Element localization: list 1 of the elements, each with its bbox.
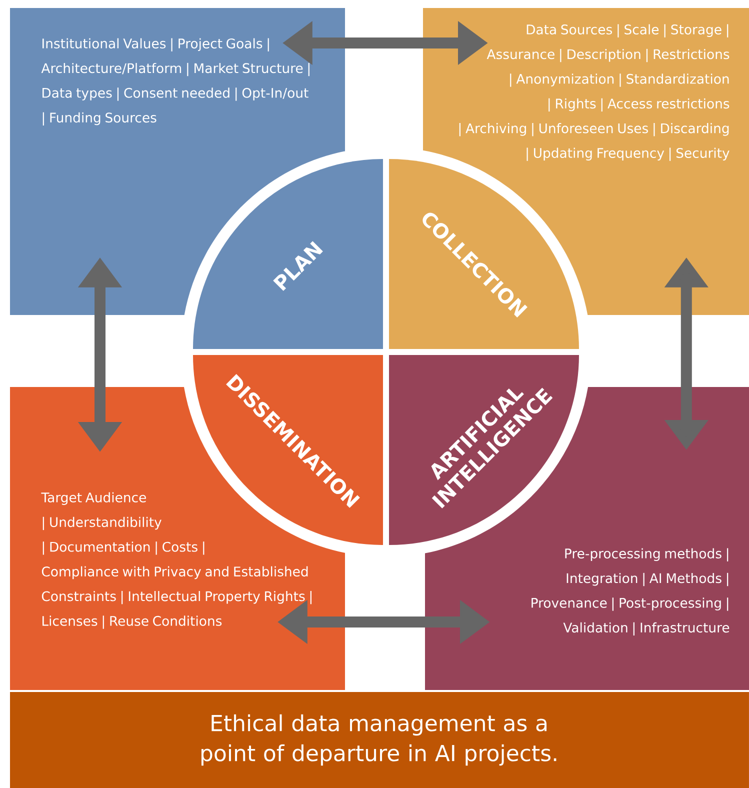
caption-band: Ethical data management as a point of departure in AI projects. [10,692,749,788]
